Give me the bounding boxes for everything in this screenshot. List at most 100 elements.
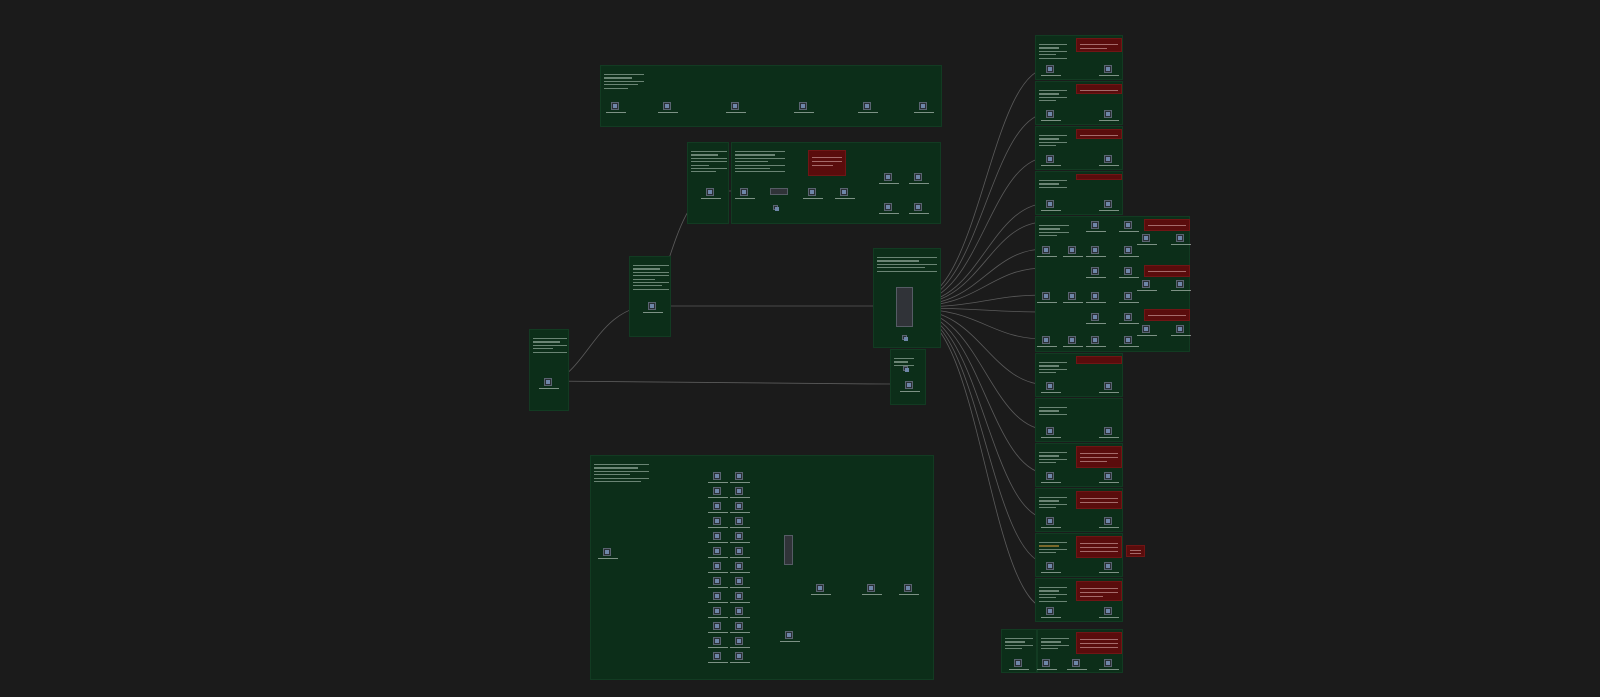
node-icon[interactable] — [658, 102, 678, 114]
node-icon[interactable] — [1041, 382, 1061, 394]
node-icon[interactable] — [1041, 517, 1061, 529]
node-icon[interactable] — [1041, 562, 1061, 574]
node-icon[interactable] — [1063, 292, 1083, 304]
node-icon[interactable] — [730, 652, 750, 664]
node-icon[interactable] — [811, 584, 831, 596]
group-output-11[interactable] — [1035, 488, 1123, 532]
node-icon[interactable] — [1041, 65, 1061, 77]
node-icon[interactable] — [643, 302, 663, 314]
group-switch[interactable] — [890, 349, 926, 405]
node-icon[interactable] — [879, 173, 899, 185]
node-icon[interactable] — [708, 622, 728, 634]
group-config[interactable] — [629, 256, 671, 337]
node-icon[interactable] — [701, 188, 721, 200]
group-output-13[interactable] — [1035, 578, 1123, 622]
node-icon[interactable] — [1099, 427, 1119, 439]
node-icon[interactable] — [606, 102, 626, 114]
node-icon[interactable] — [730, 472, 750, 484]
node-icon[interactable] — [900, 381, 920, 393]
node-icon[interactable] — [730, 547, 750, 559]
node-icon[interactable] — [1041, 472, 1061, 484]
node-icon[interactable] — [1086, 292, 1106, 304]
node-icon[interactable] — [1099, 517, 1119, 529]
node-icon[interactable] — [1009, 659, 1029, 671]
hub-node[interactable] — [896, 287, 913, 327]
group-bottom-b[interactable] — [1037, 629, 1123, 673]
node-icon[interactable] — [730, 562, 750, 574]
junction-icon[interactable] — [902, 335, 908, 341]
node-icon[interactable] — [1099, 382, 1119, 394]
node-icon[interactable] — [708, 532, 728, 544]
node-icon[interactable] — [1099, 659, 1119, 671]
node-icon[interactable] — [1086, 221, 1106, 233]
node-icon[interactable] — [708, 607, 728, 619]
node-icon[interactable] — [1041, 427, 1061, 439]
group-fanout[interactable] — [590, 455, 934, 680]
node-icon[interactable] — [1119, 267, 1139, 279]
node-icon[interactable] — [708, 577, 728, 589]
merge-node[interactable] — [784, 535, 793, 565]
node-icon[interactable] — [914, 102, 934, 114]
node-icon[interactable] — [1171, 280, 1191, 292]
group-bottom-a[interactable] — [1001, 629, 1037, 673]
group-output-10[interactable] — [1035, 443, 1123, 487]
group-hub[interactable] — [873, 248, 941, 348]
group-output-3[interactable] — [1035, 126, 1123, 170]
group-output-2[interactable] — [1035, 81, 1123, 125]
node-icon[interactable] — [1041, 200, 1061, 212]
node-icon[interactable] — [1086, 336, 1106, 348]
node-icon[interactable] — [858, 102, 878, 114]
node-icon[interactable] — [909, 203, 929, 215]
group-output-9[interactable] — [1035, 398, 1123, 442]
node-icon[interactable] — [1086, 267, 1106, 279]
node-icon[interactable] — [1119, 292, 1139, 304]
group-output-multi[interactable] — [1035, 216, 1191, 352]
node-icon[interactable] — [708, 562, 728, 574]
node-icon[interactable] — [899, 584, 919, 596]
node-icon[interactable] — [1099, 110, 1119, 122]
node-icon[interactable] — [1037, 246, 1057, 258]
node-icon[interactable] — [730, 487, 750, 499]
node-icon[interactable] — [735, 188, 755, 200]
node-icon[interactable] — [1037, 659, 1057, 671]
node-icon[interactable] — [1119, 313, 1139, 325]
node-icon[interactable] — [708, 637, 728, 649]
node-icon[interactable] — [708, 472, 728, 484]
node-icon[interactable] — [1063, 246, 1083, 258]
node-icon[interactable] — [730, 607, 750, 619]
node-icon[interactable] — [794, 102, 814, 114]
node-icon[interactable] — [708, 487, 728, 499]
group-output-1[interactable] — [1035, 35, 1123, 80]
node-icon[interactable] — [1037, 292, 1057, 304]
node-icon[interactable] — [1171, 325, 1191, 337]
node-icon[interactable] — [1171, 234, 1191, 246]
node-icon[interactable] — [708, 592, 728, 604]
node-icon[interactable] — [708, 547, 728, 559]
group-entry[interactable] — [529, 329, 569, 411]
node-icon[interactable] — [708, 517, 728, 529]
node-icon[interactable] — [730, 517, 750, 529]
node-icon[interactable] — [730, 622, 750, 634]
node-icon[interactable] — [1041, 110, 1061, 122]
group-graph[interactable] — [731, 142, 941, 224]
node-icon[interactable] — [1099, 472, 1119, 484]
node-icon[interactable] — [862, 584, 882, 596]
node-icon[interactable] — [1119, 246, 1139, 258]
node-icon[interactable] — [1099, 607, 1119, 619]
node-icon[interactable] — [1063, 336, 1083, 348]
node-icon[interactable] — [1037, 336, 1057, 348]
node-icon[interactable] — [1099, 200, 1119, 212]
group-output-4[interactable] — [1035, 171, 1123, 215]
node-icon[interactable] — [708, 652, 728, 664]
node-icon[interactable] — [1067, 659, 1087, 671]
group-output-12[interactable] — [1035, 533, 1123, 577]
junction-icon[interactable] — [903, 366, 909, 372]
node-icon[interactable] — [909, 173, 929, 185]
node-icon[interactable] — [730, 532, 750, 544]
node-icon[interactable] — [730, 637, 750, 649]
node-icon[interactable] — [730, 502, 750, 514]
node-icon[interactable] — [1086, 246, 1106, 258]
node-icon[interactable] — [879, 203, 899, 215]
node-icon[interactable] — [803, 188, 823, 200]
